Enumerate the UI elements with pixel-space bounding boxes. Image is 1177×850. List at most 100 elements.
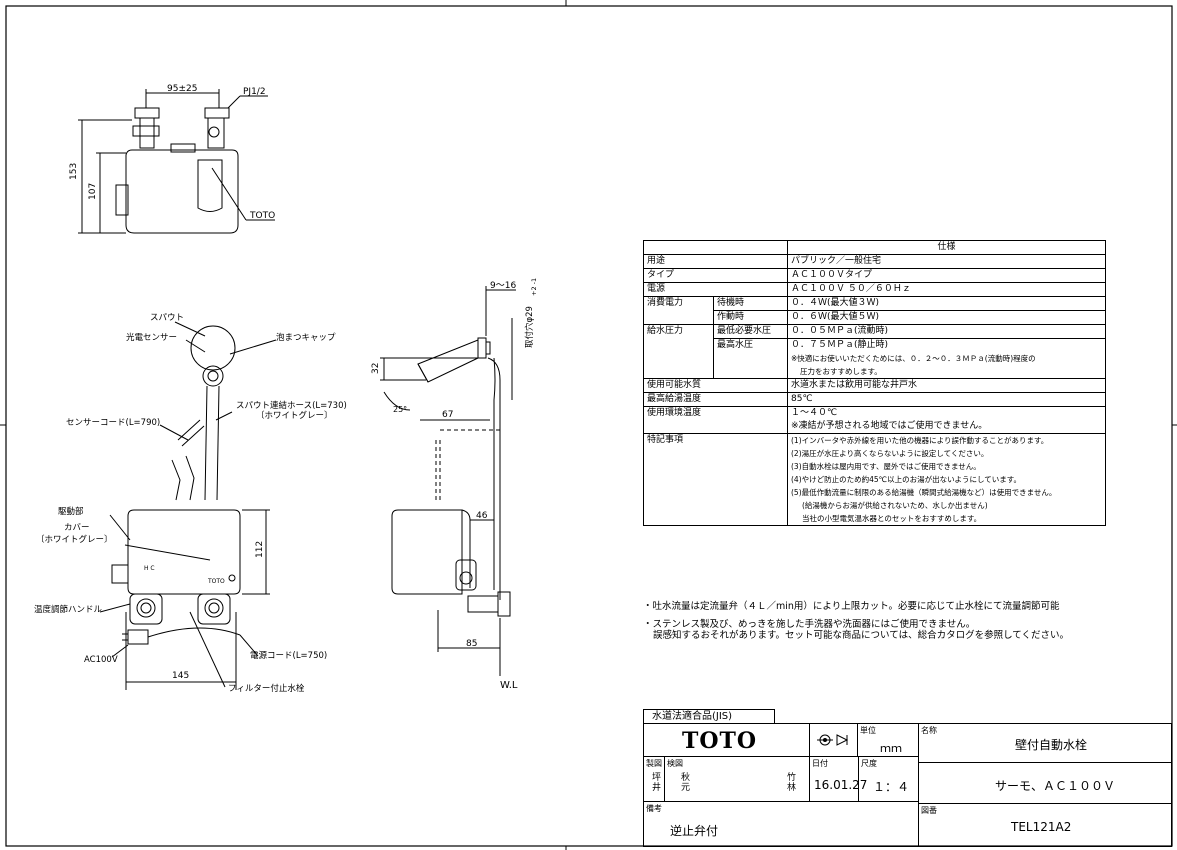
spec-pressure-label: 給水圧力 [643, 324, 714, 379]
spec-feat-3: (3)自動水栓は屋内用です、屋外ではご使用できません。 [787, 460, 1106, 473]
label-box-hc: H C [144, 565, 155, 572]
label-cover-color: 〔ホワイトグレー〕 [36, 534, 113, 545]
spec-feat-4: (4)やけど防止のため約45℃以上のお湯が出ないようにしています。 [787, 473, 1106, 486]
spec-table: 仕様 用途 パブリック／一般住宅 タイプ ＡＣ１００Ｖタイプ 電源 ＡＣ１００Ｖ… [643, 240, 1106, 526]
spec-maxp-value: ０．７５ＭＰａ(静止時) [787, 338, 1106, 352]
spec-water-value: 水道水または飲用可能な井戸水 [787, 378, 1106, 393]
number-value: TEL121A2 [1011, 820, 1072, 834]
label-sensor: 光電センサー [126, 332, 177, 343]
spec-consume-label: 消費電力 [643, 296, 714, 325]
label-drive: 駆動部 [58, 506, 84, 517]
label-wl: W.L [500, 680, 518, 691]
spec-active-label: 作動時 [713, 310, 788, 325]
label-hose: スパウト連結ホース(L=730) [236, 400, 347, 411]
spec-use-label: 用途 [643, 254, 714, 269]
dim-153: 153 [69, 163, 79, 180]
dim-angle-25: 25° [393, 405, 407, 414]
subname-cell: サーモ、ＡＣ１００Ｖ [918, 762, 1172, 804]
name-label: 名称 [921, 726, 937, 735]
unit-cell: 単位 ｍｍ [857, 723, 919, 757]
made-value: 坪井 [652, 773, 662, 793]
label-box-brand: TOTO [207, 578, 225, 585]
label-spout: スパウト [150, 313, 184, 323]
label-cover: カバー [64, 523, 90, 533]
spec-feat-6: (給湯機からお湯が供給されないため、水しか出ません) [787, 499, 1106, 512]
label-power-cord: 電源コード(L=750) [250, 651, 327, 661]
remark-label: 備考 [646, 804, 662, 813]
remark-value: 逆止弁付 [670, 824, 719, 838]
dim-107: 107 [88, 183, 98, 200]
title-block: TOTO 単位 ｍｍ 名称 壁付自動水栓 製図 坪井 検図 秋元 竹林 日付 1… [643, 723, 1172, 847]
spec-minp-label: 最低必要水圧 [713, 324, 788, 339]
spec-corner [643, 240, 714, 255]
spec-type-label: タイプ [643, 268, 714, 283]
spec-maxp-note1: ※快適にお使いいただくためには、０．２～０．３ＭＰａ(流動時)程度の [787, 352, 1106, 365]
projection-symbol-icon [817, 734, 849, 746]
spec-water-label: 使用可能水質 [643, 378, 714, 393]
dim-85: 85 [466, 639, 477, 649]
dim-67: 67 [442, 410, 453, 420]
spec-env-note: ※凍結が予想される地域ではご使用できません。 [787, 420, 1106, 434]
dim-9-16: 9～16 [490, 281, 516, 291]
label-hole: 取付穴φ29 [524, 306, 535, 348]
spec-feat-5: (5)最低作動流量に制限のある給湯機（瞬間式給湯機など）は使用できません。 [787, 486, 1106, 499]
spec-use-value: パブリック／一般住宅 [787, 254, 1106, 269]
check-label: 検図 [667, 759, 683, 768]
scale-value: １：４ [873, 780, 910, 794]
front-view [78, 89, 275, 234]
dim-95: 95±25 [167, 84, 197, 94]
label-filter-valve: フィルター付止水栓 [228, 683, 305, 694]
note-1: ・吐水流量は定流量弁（４Ｌ／min用）により上限カット。必要に応じて止水栓にて流… [643, 601, 1060, 612]
label-hose-color: 〔ホワイトグレー〕 [256, 410, 333, 421]
brand-logo: TOTO [682, 728, 758, 754]
spec-feat-label: 特記事項 [643, 433, 714, 526]
dim-46: 46 [476, 511, 488, 521]
spec-type-value: ＡＣ１００Ｖタイプ [787, 268, 1106, 283]
side-view [380, 286, 516, 676]
note-2: ・ステンレス製及び、めっきを施した手洗器や洗面器にはご使用できません。 [643, 619, 976, 630]
spec-header: 仕様 [787, 240, 1106, 255]
spec-feat-7: 当社の小型電気温水器とのセットをおすすめします。 [787, 512, 1106, 526]
dim-32: 32 [371, 363, 381, 374]
remark-cell: 備考 逆止弁付 [643, 801, 919, 847]
dim-145: 145 [172, 671, 189, 681]
brand-cell: TOTO [643, 723, 810, 757]
label-aerator: 泡まつキャップ [276, 332, 336, 343]
label-temp-handle: 温度調節ハンドル [34, 604, 103, 615]
spec-power-value: ＡＣ１００Ｖ ５０／６０Ｈｚ [787, 282, 1106, 297]
label-toto-front: TOTO [249, 211, 275, 221]
spec-active-value: ０．６Ｗ(最大値５Ｗ) [787, 310, 1106, 325]
spec-hot-label: 最高給湯温度 [643, 392, 714, 407]
date-label: 日付 [812, 759, 828, 768]
label-ac100v: AC100V [84, 655, 118, 665]
unit-view [99, 321, 277, 690]
spec-standby-value: ０．４Ｗ(最大値３Ｗ) [787, 296, 1106, 311]
check-value: 秋元 [681, 773, 691, 793]
spec-maxp-note2: 圧力をおすすめします。 [787, 365, 1106, 379]
check-value-2: 竹林 [787, 773, 797, 793]
scale-label: 尺度 [861, 759, 877, 768]
check-cell: 検図 秋元 竹林 [664, 756, 810, 802]
scale-cell: 尺度 １：４ [858, 756, 919, 802]
number-cell: 図番 TEL121A2 [918, 803, 1172, 847]
note-3: 誤感知するおそれがあります。セット可能な商品については、総合カタログを参照してく… [653, 630, 1070, 641]
date-cell: 日付 16.01.27 [809, 756, 867, 802]
jis-label: 水道法適合品(JIS) [643, 709, 775, 723]
number-label: 図番 [921, 806, 937, 815]
label-sensor-cord: センサーコード(L=790) [66, 418, 160, 428]
subname-value: サーモ、ＡＣ１００Ｖ [995, 779, 1116, 793]
spec-env-value: １～４０℃ [787, 406, 1106, 420]
unit-label: 単位 [860, 726, 876, 735]
spec-hot-value: 85℃ [787, 392, 1106, 407]
name-cell: 名称 壁付自動水栓 [918, 723, 1172, 763]
dim-thread: PJ1/2 [243, 87, 266, 97]
spec-feat-2: (2)湯圧が水圧より高くならないように設定してください。 [787, 447, 1106, 460]
made-cell: 製図 坪井 [643, 756, 665, 802]
spec-standby-label: 待機時 [713, 296, 788, 311]
made-label: 製図 [646, 759, 662, 768]
label-hole-tol: +2 -1 [530, 278, 538, 296]
name-value: 壁付自動水栓 [1015, 738, 1088, 752]
date-value: 16.01.27 [814, 778, 868, 792]
spec-minp-value: ０．０５ＭＰａ(流動時) [787, 324, 1106, 339]
